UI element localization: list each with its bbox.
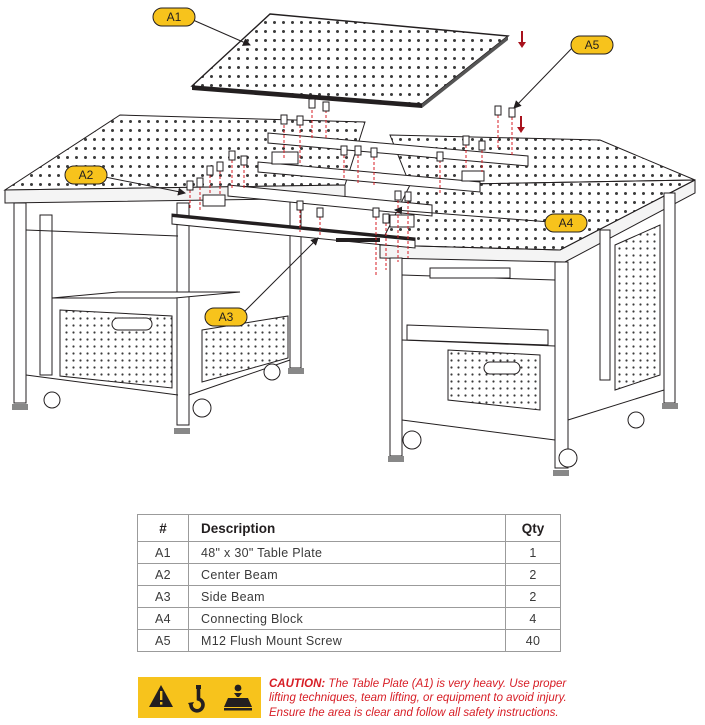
table-row: A1 48" x 30" Table Plate 1 <box>137 541 561 564</box>
table-header-row: # Description Qty <box>137 514 561 542</box>
caution-icon-panel <box>138 677 261 718</box>
caster <box>558 448 578 468</box>
left-table <box>3 114 366 434</box>
table-row: A2 Center Beam 2 <box>137 563 561 586</box>
flush-mount-screws <box>186 98 516 275</box>
table-plate-a1 <box>190 13 510 108</box>
row-quantity: 4 <box>505 607 561 630</box>
svg-text:A2: A2 <box>79 168 94 182</box>
caution-label: CAUTION: <box>269 678 326 690</box>
header-quantity: Qty <box>505 514 561 542</box>
caster <box>192 398 212 418</box>
callout-a5: A5 <box>570 35 614 55</box>
row-number: A5 <box>137 629 189 652</box>
caster <box>263 363 281 381</box>
warning-triangle-icon <box>149 685 173 707</box>
callout-a4: A4 <box>544 213 588 233</box>
row-quantity: 2 <box>505 585 561 608</box>
header-number: # <box>137 514 189 542</box>
svg-text:A3: A3 <box>219 310 234 324</box>
table-row: A4 Connecting Block 4 <box>137 607 561 630</box>
leader-lines <box>94 19 576 317</box>
row-number: A3 <box>137 585 189 608</box>
row-description: Center Beam <box>188 563 506 586</box>
caution-message: CAUTION: The Table Plate (A1) is very he… <box>269 677 569 720</box>
row-quantity: 1 <box>505 541 561 564</box>
svg-text:A1: A1 <box>167 10 182 24</box>
svg-text:A4: A4 <box>559 216 574 230</box>
parts-table: # Description Qty A1 48" x 30" Table Pla… <box>137 514 561 652</box>
caution-body: The Table Plate (A1) is very heavy. Use … <box>269 678 567 719</box>
row-quantity: 40 <box>505 629 561 652</box>
beams <box>171 132 529 249</box>
row-description: 48" x 30" Table Plate <box>188 541 506 564</box>
svg-text:A5: A5 <box>585 38 600 52</box>
lifting-hook-icon <box>188 685 205 713</box>
header-description: Description <box>188 514 506 542</box>
row-number: A2 <box>137 563 189 586</box>
callout-a2: A2 <box>64 165 108 185</box>
row-description: Connecting Block <box>188 607 506 630</box>
down-arrow-icon <box>517 116 525 133</box>
table-row: A5 M12 Flush Mount Screw 40 <box>137 629 561 652</box>
row-quantity: 2 <box>505 563 561 586</box>
callout-a3: A3 <box>204 307 248 327</box>
caster <box>43 391 61 409</box>
table-row: A3 Side Beam 2 <box>137 585 561 608</box>
callout-a1: A1 <box>152 7 196 27</box>
row-description: M12 Flush Mount Screw <box>188 629 506 652</box>
caster <box>402 430 422 450</box>
down-arrow-icon <box>518 31 526 48</box>
heavy-weight-icon <box>224 684 252 711</box>
assembly-diagram: A1 A2 A3 A4 A5 <box>3 7 696 476</box>
row-number: A1 <box>137 541 189 564</box>
row-description: Side Beam <box>188 585 506 608</box>
caster <box>627 411 645 429</box>
row-number: A4 <box>137 607 189 630</box>
